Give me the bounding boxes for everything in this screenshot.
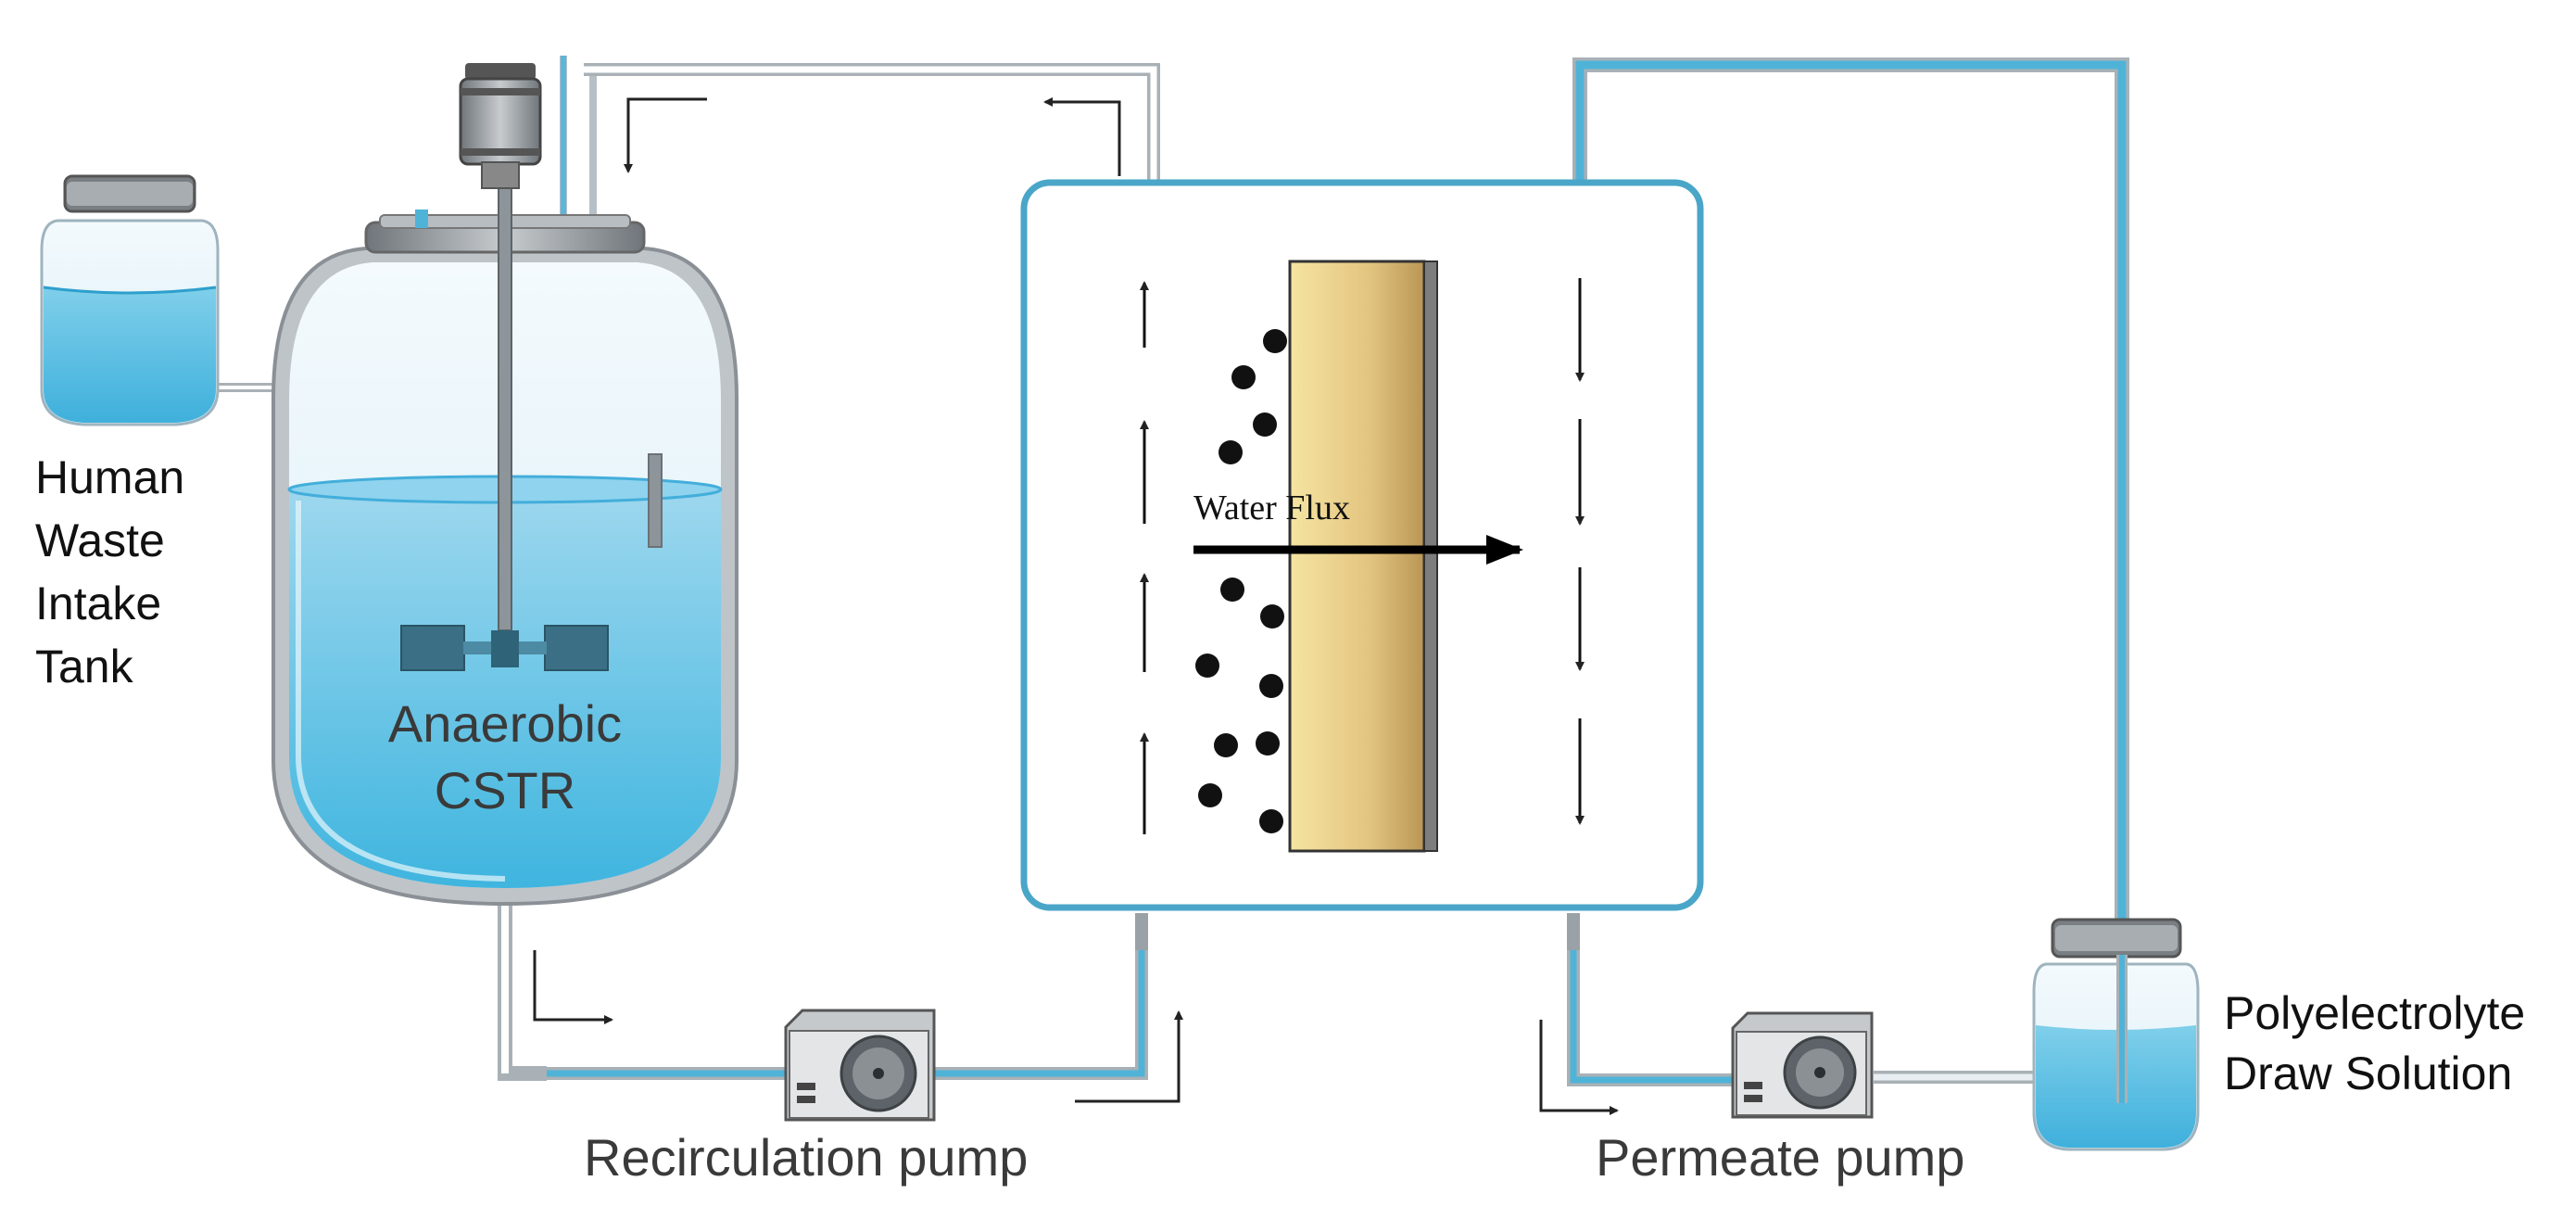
anaerobic-cstr	[271, 63, 739, 907]
draw-solution-label-line: Polyelectrolyte	[2224, 987, 2525, 1039]
flow-arrow-right-permeate	[1539, 1020, 1619, 1115]
flow-arrow-right	[533, 950, 613, 1024]
draw-solution-jar	[2032, 918, 2200, 1151]
water-flux-label: Water Flux	[1193, 489, 1350, 527]
pipes	[195, 56, 2129, 1086]
intake-tank-label-line: Human	[35, 451, 184, 503]
draw-solution-label-line: Draw Solution	[2224, 1048, 2512, 1099]
motor-icon	[459, 63, 542, 189]
intake-tank-label: Human Waste Intake Tank	[35, 451, 184, 692]
flow-arrow-up	[1075, 1010, 1183, 1103]
recirculation-pump-label: Recirculation pump	[584, 1128, 1028, 1187]
reactor-label-line: Anaerobic	[388, 694, 622, 753]
intake-tank	[40, 174, 220, 426]
flow-arrow-left	[1043, 97, 1121, 176]
intake-tank-label-line: Waste	[35, 514, 165, 566]
flow-arrows	[533, 97, 1619, 1115]
reactor-label-line: CSTR	[435, 761, 575, 819]
membrane-module: Water Flux	[1020, 179, 1704, 950]
recirculation-pump	[784, 1009, 936, 1122]
membrane	[1288, 260, 1426, 853]
permeate-pump	[1731, 1011, 1874, 1119]
intake-tank-label-line: Intake	[35, 578, 161, 629]
module-feed-pipe	[931, 913, 1148, 1080]
recirculation-return-pipe	[560, 56, 597, 232]
permeate-pump-label: Permeate pump	[1596, 1128, 1964, 1187]
intake-tank-label-line: Tank	[35, 641, 134, 692]
reactor-label: Anaerobic CSTR	[388, 694, 622, 819]
permeate-pipe	[1567, 913, 1735, 1086]
flow-arrow-down	[624, 97, 707, 173]
peristaltic-pump-icon	[784, 1009, 936, 1122]
draw-solution-label: Polyelectrolyte Draw Solution	[2224, 987, 2525, 1099]
peristaltic-pump-icon	[1731, 1011, 1874, 1119]
foulant-particle-icon	[1195, 329, 1287, 833]
